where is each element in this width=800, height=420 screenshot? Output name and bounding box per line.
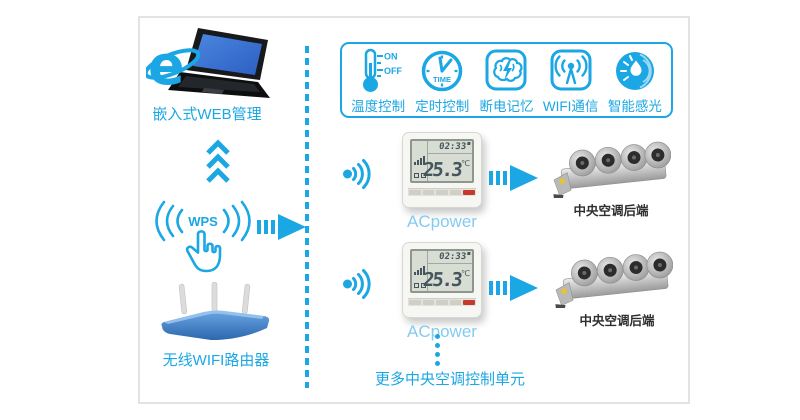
feature-label: 断电记忆 — [479, 99, 534, 114]
lcd-unit: ℃ — [461, 269, 470, 278]
fan-coil-image — [555, 251, 673, 308]
fan-coil-image — [553, 141, 671, 198]
svg-text:e: e — [148, 34, 185, 97]
web-management-label: 嵌入式WEB管理 — [152, 106, 262, 123]
lcd-signal-bars — [414, 156, 425, 165]
lcd-time: 02:33 — [438, 252, 470, 262]
wifi-square-icon — [550, 49, 592, 91]
feature-wifi-communication: WIFI通信 — [539, 47, 603, 115]
svg-text:ON: ON — [384, 52, 398, 62]
svg-text:OFF: OFF — [384, 66, 402, 76]
more-dots-icon — [435, 334, 440, 366]
thermostat-device: 02:33 25.3℃ — [402, 132, 482, 208]
lcd-mode-icons — [414, 283, 426, 288]
wps-signal-icon: WPS — [155, 200, 251, 273]
feature-bar: ON OFF 温度控制 TIME 定时控制 断电记忆 — [340, 42, 673, 118]
lcd-mode-icons — [414, 173, 426, 178]
clock-icon: TIME — [422, 50, 463, 92]
feature-smart-light-sensing: 智能感光 — [603, 47, 667, 115]
power-button — [463, 190, 475, 195]
feature-power-off-memory: 断电记忆 — [474, 47, 538, 115]
feature-label: 定时控制 — [415, 99, 470, 114]
hand-pointer-icon — [185, 230, 222, 273]
device-name-label: ACpower — [407, 212, 477, 231]
light-sensor-icon — [615, 52, 654, 90]
lcd-display: 02:33 25.3℃ — [410, 139, 474, 183]
wps-text: WPS — [188, 214, 218, 229]
power-button — [463, 300, 475, 305]
flow-arrow-icon — [489, 165, 538, 191]
brain-icon — [485, 49, 527, 91]
router-label: 无线WIFI路由器 — [162, 352, 270, 369]
diagram-panel — [138, 16, 690, 404]
feature-timer-control: TIME 定时控制 — [410, 47, 474, 115]
ie-logo-icon: e — [146, 34, 201, 97]
feature-temperature-control: ON OFF 温度控制 — [346, 47, 410, 115]
feature-label: WIFI通信 — [542, 99, 599, 114]
laptop-with-ie-image: e — [146, 28, 270, 98]
router-image — [161, 281, 270, 340]
lcd-time: 02:33 — [438, 142, 470, 152]
lcd-temperature: 25.3 — [422, 269, 463, 291]
lcd-signal-bars — [414, 266, 425, 275]
device-name-label: ACpower — [407, 322, 477, 341]
backend-label: 中央空调后端 — [579, 314, 655, 328]
wifi-signal-icon — [343, 269, 371, 299]
thermometer-icon: ON OFF — [363, 48, 403, 92]
thermostat-buttons — [408, 188, 476, 196]
svg-text:TIME: TIME — [433, 75, 451, 84]
laptop-image — [168, 28, 270, 98]
backend-label: 中央空调后端 — [573, 204, 649, 218]
more-units-label: 更多中央空调控制单元 — [374, 371, 525, 388]
up-chevrons-icon — [206, 139, 230, 183]
lcd-unit: ℃ — [461, 159, 470, 168]
separator-dashed-line — [305, 46, 309, 388]
thermostat-buttons — [408, 298, 476, 306]
thermostat-device: 02:33 25.3℃ — [402, 242, 482, 318]
lcd-temperature: 25.3 — [422, 159, 463, 181]
flow-arrow-icon — [489, 275, 538, 301]
wifi-signal-icon — [343, 159, 371, 189]
router-antennas — [178, 281, 251, 315]
flow-arrow-icon — [257, 214, 306, 240]
feature-label: 智能感光 — [607, 99, 662, 114]
feature-label: 温度控制 — [351, 99, 406, 114]
lcd-display: 02:33 25.3℃ — [410, 249, 474, 293]
